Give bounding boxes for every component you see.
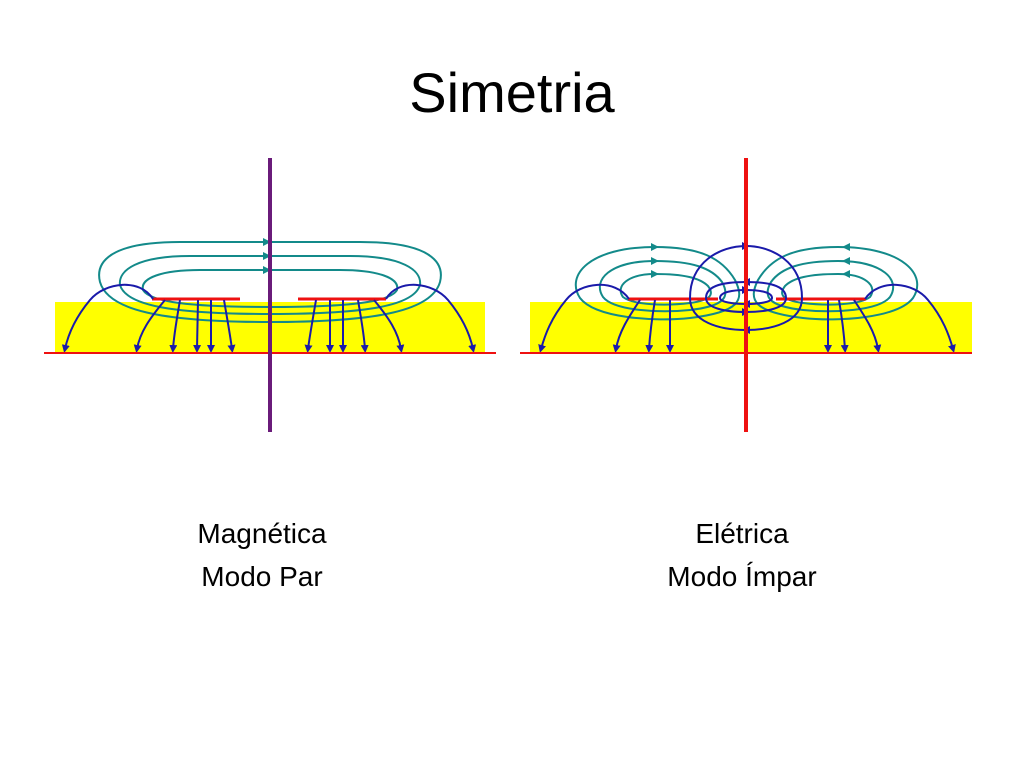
magnetic-field-arrows-right [651, 243, 850, 278]
caption-right-line2: Modo Ímpar [667, 561, 817, 592]
caption-right-line1: Elétrica [695, 518, 789, 549]
slide-title: Simetria [409, 61, 615, 124]
electric-field-lines-right [538, 244, 956, 353]
magnetic-field-arrows-left [263, 238, 271, 274]
odd-mode-diagram [520, 158, 972, 432]
caption-magnetic-even: Magnética Modo Par [132, 512, 392, 598]
caption-left-line1: Magnética [197, 518, 327, 549]
caption-electric-odd: Elétrica Modo Ímpar [612, 512, 872, 598]
even-mode-diagram [44, 158, 496, 432]
substrate-right [530, 302, 972, 353]
electric-field-lines-left [61, 283, 477, 353]
caption-left-line2: Modo Par [201, 561, 323, 592]
